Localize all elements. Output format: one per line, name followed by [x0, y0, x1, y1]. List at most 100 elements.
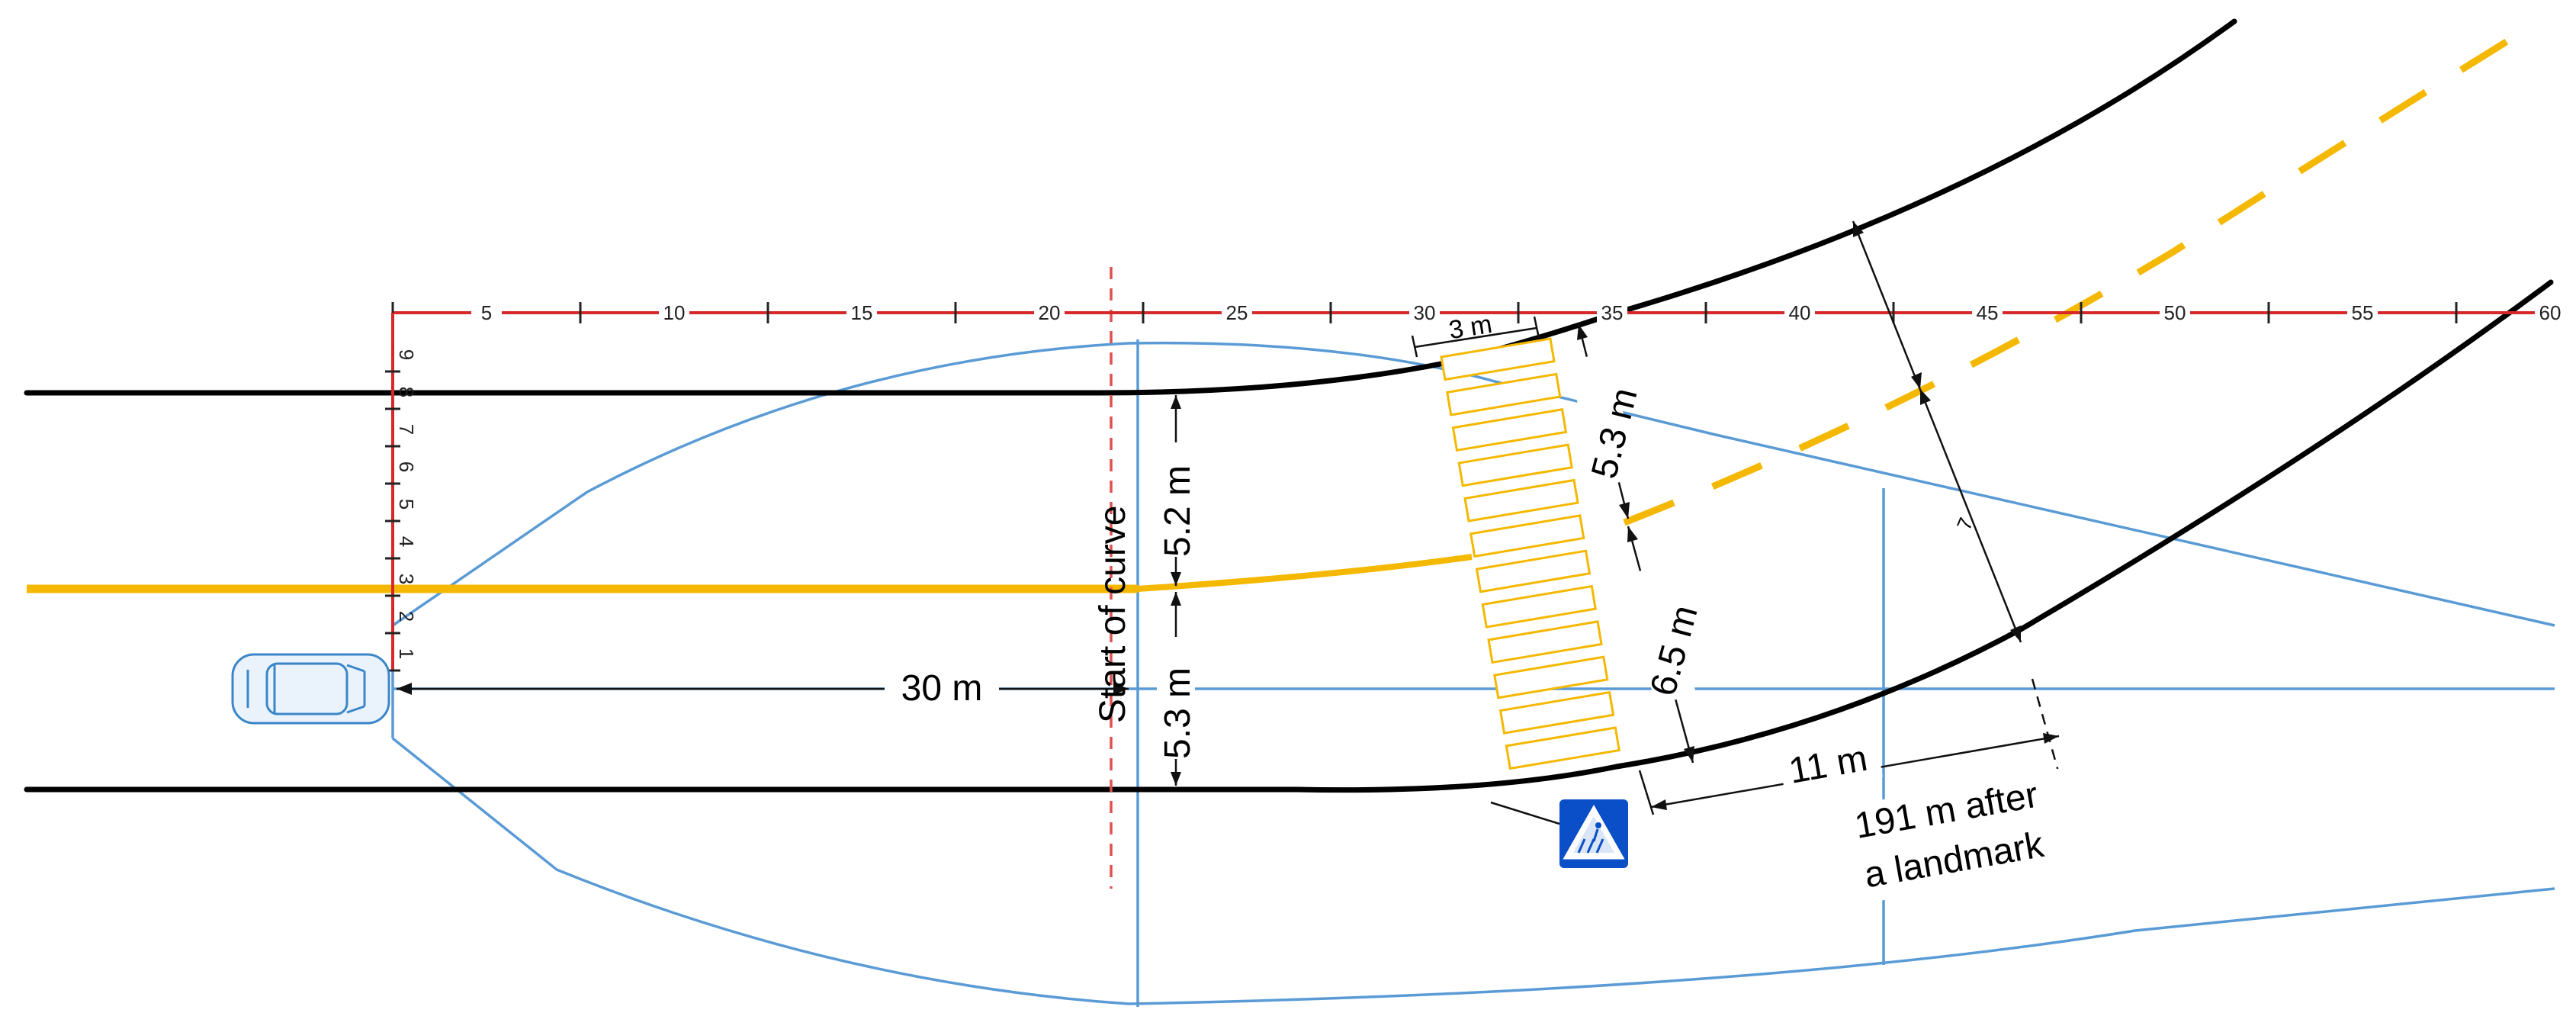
dim-right-lane-label-bg [1157, 637, 1195, 759]
ruler-label-bg [2347, 301, 2378, 323]
dim-53-after-label-bg [1567, 351, 1640, 488]
ruler-tick-label: 30 [1414, 301, 1436, 324]
dim-11m-label-bg [1778, 735, 1883, 794]
dim-3m-ext-left [1411, 335, 1418, 358]
dim-65-after-arrow-bottom [1684, 746, 1694, 763]
dim-right-lane-arrow-top [1171, 592, 1181, 606]
sign-stripe-1 [1577, 838, 1586, 854]
vertical-ruler: 9 8 7 6 5 4 3 2 1 [385, 313, 418, 672]
dim-11m-arrow-right [2043, 733, 2059, 744]
car-body [231, 653, 390, 725]
start-of-curve-label: Start of curve [1093, 506, 1133, 723]
ruler-label-bg [1409, 301, 1440, 323]
dim-3m-line [1414, 326, 1537, 349]
dim-curve-section-arrow-top [1853, 221, 1864, 237]
dim-30m-arrow-left [397, 683, 412, 695]
ruler-tick-label: 50 [2164, 301, 2186, 324]
dim-30m-label-bg [885, 662, 999, 708]
vertical-ruler-tick-label: 7 [395, 424, 418, 435]
dim-left-lane-arrow-bottom [1171, 572, 1181, 586]
ruler-label-bg [1597, 301, 1627, 323]
sign-triangle [1563, 804, 1625, 860]
horizontal-ruler: 5 10 15 20 25 30 35 40 45 50 55 60 [391, 301, 2565, 324]
dim-curve-section-arrow-mid-top [1911, 372, 1922, 389]
ruler-label-bg [2160, 301, 2190, 323]
sign-pedestrian-head [1595, 822, 1601, 828]
dim-11m-ext-left [1638, 770, 1655, 815]
dimension-lane-widths: 5.2 m 5.3 m [1157, 395, 1198, 786]
dim-curve-section-line [1852, 220, 2022, 643]
dimension-landmark: 11 m 191 m after a landmark [1638, 678, 2081, 911]
crosswalk-stripe [1487, 620, 1603, 664]
sign-pedestrian-body [1592, 828, 1599, 842]
ruler-label-bg [1222, 301, 1252, 323]
dim-curve-section-arrow-mid-bottom [1920, 389, 1931, 405]
dim-right-lane-arrow-bottom [1171, 772, 1181, 786]
crosswalk-stripe [1475, 549, 1592, 593]
ruler-tick-label: 10 [663, 301, 686, 324]
dim-curve-section-label: 7 [1952, 514, 1977, 533]
crosswalk-stripe [1457, 443, 1573, 487]
dimension-curve-section: 7 [1852, 220, 2022, 643]
ruler-tick-label: 45 [1977, 301, 1999, 324]
dim-3m-label: 3 m [1447, 310, 1494, 345]
sign-pointer-line [1490, 801, 1560, 825]
crosswalk-stripe [1498, 690, 1615, 735]
vertical-ruler-tick-label: 4 [395, 536, 418, 547]
ruler-tick-label: 55 [2352, 301, 2374, 324]
ruler-tick-label: 5 [481, 301, 492, 324]
vertical-ruler-tick-label: 1 [395, 648, 418, 659]
crosswalk-stripe [1451, 408, 1568, 452]
vertical-ruler-tick-label: 3 [395, 574, 418, 584]
sign-stripe-2 [1586, 838, 1595, 854]
view-cone-outer-top [392, 341, 2555, 627]
ruler-label-bg [471, 301, 502, 323]
road-edge-right [24, 279, 2554, 793]
car-windshield [346, 664, 365, 673]
dim-30m-label: 30 m [901, 668, 983, 709]
ruler-label-bg [846, 301, 877, 323]
crosswalk-stripe [1446, 372, 1562, 416]
dim-11m-arrow-left [1651, 799, 1667, 810]
ruler-tick-label: 40 [1789, 301, 1811, 324]
car-windshield-2 [346, 705, 365, 714]
ruler-label-bg [1034, 301, 1065, 323]
ruler-tick-label: 35 [1601, 301, 1624, 324]
center-line-curve-dashed [1623, 18, 2542, 526]
crosswalk-stripe [1493, 655, 1609, 699]
ruler-label-bg [1972, 301, 2003, 323]
vertical-ruler-tick-label: 9 [395, 349, 418, 360]
dim-right-lane-label: 5.3 m [1158, 667, 1198, 759]
dim-11m-label: 11 m [1786, 738, 1871, 792]
vertical-ruler-tick-label: 2 [395, 611, 418, 622]
ruler-tick-label: 20 [1039, 301, 1061, 324]
vertical-ruler-tick-label: 6 [395, 461, 418, 472]
ruler-tick-label: 60 [2539, 301, 2562, 324]
view-cone-outer-bottom [391, 737, 2555, 1005]
dim-65-after-label-bg [1620, 564, 1697, 706]
vertical-ruler-tick-label: 8 [395, 387, 418, 397]
crosswalk-stripe [1440, 337, 1556, 381]
crosswalk-stripe [1463, 478, 1579, 523]
crosswalk-stripe [1505, 726, 1621, 770]
dim-left-lane-label: 5.2 m [1158, 465, 1198, 557]
ruler-tick-label: 25 [1226, 301, 1248, 324]
dim-left-lane-arrow-top [1171, 395, 1181, 409]
ruler-tick-label: 15 [851, 301, 873, 324]
sign-stripe-3 [1595, 838, 1604, 854]
ruler-label-bg [2535, 301, 2565, 323]
vertical-ruler-tick-label: 5 [395, 499, 418, 510]
dim-65-after-arrow-top [1627, 526, 1638, 542]
ruler-label-bg [1784, 301, 1815, 323]
road-edge-left [24, 18, 2237, 396]
dim-53-after-arrow-top [1577, 324, 1588, 340]
center-line-curve-solid [1137, 554, 1473, 592]
road [24, 18, 2554, 793]
dim-30m-arrow-right [1113, 683, 1129, 695]
car-top-view-icon [231, 653, 390, 725]
crosswalk-stripe [1481, 584, 1597, 629]
dim-11m-ext-right [2031, 678, 2068, 802]
ruler-label-bg [659, 301, 689, 323]
car-cabin [265, 662, 348, 715]
